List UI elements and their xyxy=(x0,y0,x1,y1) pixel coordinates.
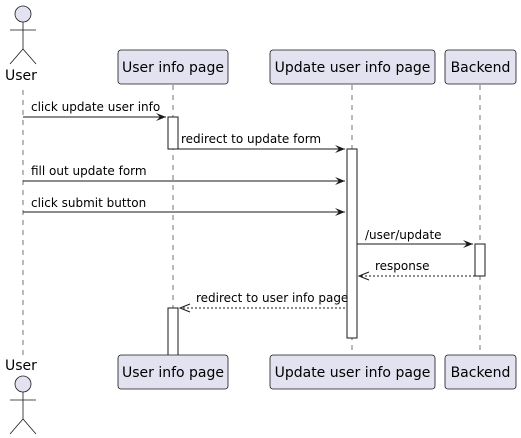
message-label: click update user info xyxy=(31,100,160,114)
message-label: redirect to user info page xyxy=(196,291,348,305)
participant-backend-top: Backend xyxy=(444,49,517,85)
arrowhead xyxy=(156,113,166,121)
participant-backend-top-label: Backend xyxy=(451,60,511,76)
participant-info-top: User info page xyxy=(117,49,229,85)
arrowhead xyxy=(463,240,473,248)
message-click-update-user-info: click update user info xyxy=(23,100,166,121)
actor-user-bottom-label: User xyxy=(5,358,37,374)
message-label: fill out update form xyxy=(31,164,147,178)
arrowhead xyxy=(357,271,370,281)
message-label: response xyxy=(375,259,430,273)
message-response: response xyxy=(357,259,475,281)
message-redirect-to-user-info-page: redirect to user info page xyxy=(178,291,348,313)
actor-user-top: User xyxy=(5,5,37,84)
message-label: redirect to update form xyxy=(181,132,321,146)
activation-info-2 xyxy=(167,307,179,357)
participant-backend-bottom-label: Backend xyxy=(451,365,511,381)
participant-info-top-label: User info page xyxy=(122,60,224,76)
activation-update xyxy=(346,148,358,339)
message-label: /user/update xyxy=(365,228,442,242)
actor-head xyxy=(14,5,32,23)
message-user-update: /user/update xyxy=(357,228,473,248)
message-redirect-to-update-form: redirect to update form xyxy=(178,132,345,153)
actor-user-bottom: User xyxy=(5,358,37,435)
arrowhead xyxy=(335,145,345,153)
actor-head xyxy=(14,375,32,393)
activation-info-1 xyxy=(167,116,179,150)
participant-update-bottom: Update user info page xyxy=(269,354,436,390)
activation-backend xyxy=(474,243,486,277)
arrowhead xyxy=(335,177,345,185)
arrowhead xyxy=(178,303,191,313)
participant-update-bottom-label: Update user info page xyxy=(275,365,431,381)
participant-backend-bottom: Backend xyxy=(444,354,517,390)
participant-info-bottom-label: User info page xyxy=(122,365,224,381)
participant-update-top: Update user info page xyxy=(269,49,436,85)
participant-info-bottom: User info page xyxy=(117,354,229,390)
message-label: click submit button xyxy=(31,196,146,210)
participant-update-top-label: Update user info page xyxy=(275,60,431,76)
message-fill-out-update-form: fill out update form xyxy=(23,164,345,185)
arrowhead xyxy=(335,208,345,216)
message-click-submit-button: click submit button xyxy=(23,196,345,216)
lifelines xyxy=(22,85,481,355)
actor-user-top-label: User xyxy=(5,68,37,84)
